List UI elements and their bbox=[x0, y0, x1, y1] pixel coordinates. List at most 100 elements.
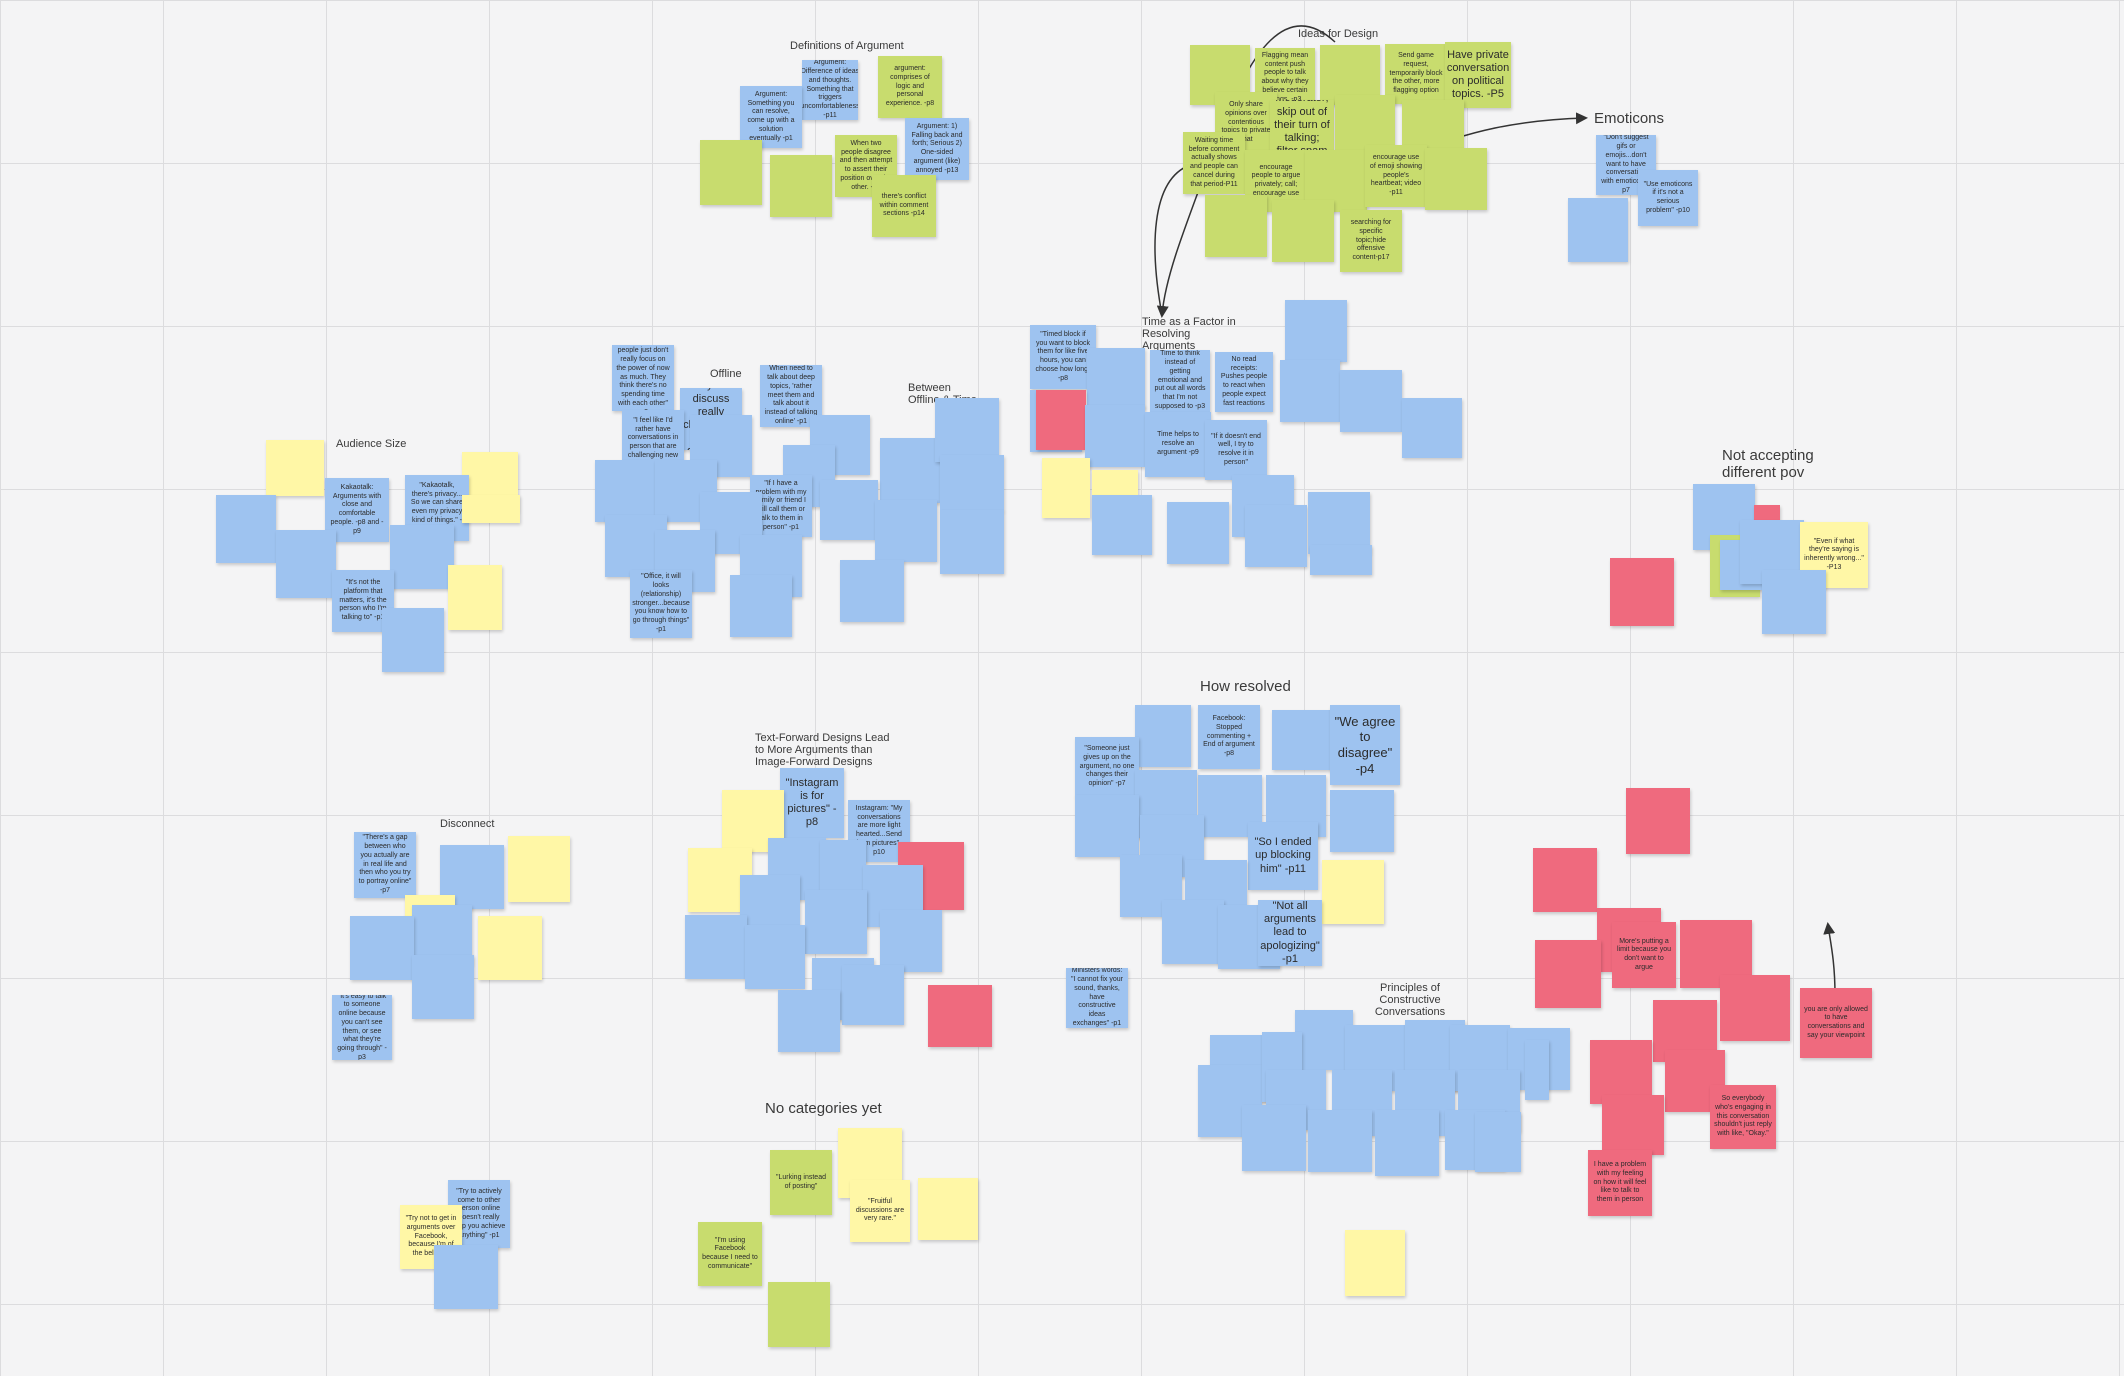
sticky-note[interactable]: "Office, it will looks (relationship) st… bbox=[630, 570, 692, 638]
sticky-note[interactable] bbox=[1295, 1010, 1353, 1070]
sticky-note[interactable] bbox=[730, 575, 792, 637]
sticky-note[interactable] bbox=[1322, 860, 1384, 924]
sticky-note[interactable] bbox=[1375, 1110, 1439, 1176]
sticky-note[interactable] bbox=[1762, 570, 1826, 634]
sticky-note[interactable] bbox=[276, 530, 336, 598]
sticky-note[interactable] bbox=[1525, 1040, 1549, 1100]
sticky-note[interactable] bbox=[880, 438, 940, 503]
sticky-note[interactable]: "So I ended up blocking him" -p11 bbox=[1248, 822, 1318, 890]
sticky-note[interactable] bbox=[875, 500, 937, 562]
sticky-note[interactable]: No read receipts: Pushes people to react… bbox=[1215, 352, 1273, 412]
sticky-note[interactable] bbox=[1602, 1095, 1664, 1155]
sticky-note[interactable] bbox=[595, 460, 657, 522]
sticky-note[interactable] bbox=[700, 140, 762, 205]
sticky-note[interactable] bbox=[1135, 705, 1191, 767]
sticky-note[interactable] bbox=[1402, 398, 1462, 458]
sticky-note[interactable] bbox=[685, 915, 747, 979]
sticky-note[interactable] bbox=[940, 455, 1004, 511]
sticky-note[interactable] bbox=[1590, 1040, 1652, 1104]
sticky-note[interactable] bbox=[928, 985, 992, 1047]
sticky-note[interactable] bbox=[1075, 795, 1139, 857]
sticky-note[interactable] bbox=[434, 1245, 498, 1309]
sticky-note[interactable] bbox=[1340, 370, 1402, 432]
sticky-note[interactable] bbox=[1475, 1112, 1521, 1172]
sticky-note[interactable]: there's conflict within comment sections… bbox=[872, 175, 936, 237]
sticky-note[interactable] bbox=[805, 890, 867, 954]
sticky-note[interactable] bbox=[935, 398, 999, 462]
sticky-note[interactable] bbox=[940, 510, 1004, 574]
sticky-note[interactable]: encourage use of emoji showing people's … bbox=[1365, 145, 1427, 207]
sticky-note[interactable] bbox=[1310, 545, 1372, 575]
sticky-note[interactable] bbox=[1535, 940, 1601, 1008]
sticky-note[interactable] bbox=[820, 480, 878, 540]
sticky-note[interactable] bbox=[1285, 300, 1347, 362]
sticky-note[interactable] bbox=[1167, 502, 1229, 564]
sticky-note[interactable] bbox=[1205, 195, 1267, 257]
sticky-note[interactable] bbox=[842, 965, 904, 1025]
sticky-note[interactable]: "Not all arguments lead to apologizing" … bbox=[1258, 900, 1322, 966]
sticky-note[interactable]: Waiting time before comment actually sho… bbox=[1183, 132, 1245, 194]
sticky-note[interactable] bbox=[745, 925, 805, 989]
sticky-note[interactable] bbox=[1245, 505, 1307, 567]
sticky-note[interactable] bbox=[778, 990, 840, 1052]
sticky-note[interactable]: "Instagram is for pictures" -p8 bbox=[780, 768, 844, 838]
sticky-note[interactable] bbox=[508, 836, 570, 902]
sticky-note[interactable]: When need to talk about deep topics, 'ra… bbox=[760, 365, 822, 427]
sticky-note[interactable]: argument: comprises of logic and persona… bbox=[878, 56, 942, 118]
sticky-note[interactable] bbox=[1242, 1105, 1306, 1171]
sticky-note[interactable]: "We agree to disagree" -p4 bbox=[1330, 705, 1400, 785]
sticky-note[interactable] bbox=[770, 155, 832, 217]
sticky-note[interactable] bbox=[1533, 848, 1597, 912]
sticky-note[interactable]: I have a problem with my feeling on how … bbox=[1588, 1150, 1652, 1216]
sticky-note[interactable]: Have private conversation on political t… bbox=[1445, 42, 1511, 108]
sticky-note[interactable] bbox=[1568, 198, 1628, 262]
sticky-note[interactable] bbox=[840, 560, 904, 622]
sticky-note[interactable]: "Don't suggest gifs or emojis...don't wa… bbox=[1596, 135, 1656, 195]
sticky-note[interactable]: Facebook: Stopped commenting + End of ar… bbox=[1198, 705, 1260, 769]
sticky-note[interactable] bbox=[1085, 405, 1145, 467]
sticky-note[interactable] bbox=[1425, 148, 1487, 210]
sticky-note[interactable]: Ministers words: "I cannot fix your soun… bbox=[1066, 968, 1128, 1028]
sticky-note[interactable]: Argument: Difference of ideas and though… bbox=[802, 60, 858, 120]
sticky-note[interactable]: Argument: 1) Falling back and forth; Ser… bbox=[905, 118, 969, 180]
sticky-note[interactable]: More's putting a limit because you don't… bbox=[1612, 922, 1676, 988]
sticky-note[interactable] bbox=[1272, 710, 1334, 770]
sticky-note[interactable]: "If it doesn't end well, I try to resolv… bbox=[1205, 420, 1267, 480]
sticky-note[interactable]: "It's easy to talk to someone online bec… bbox=[332, 995, 392, 1060]
sticky-note[interactable] bbox=[266, 440, 324, 496]
sticky-note[interactable] bbox=[462, 495, 520, 523]
sticky-note[interactable] bbox=[768, 1282, 830, 1347]
sticky-note[interactable]: you are only allowed to have conversatio… bbox=[1800, 988, 1872, 1058]
sticky-note[interactable]: Argument: Something you can resolve, com… bbox=[740, 86, 802, 148]
sticky-note[interactable] bbox=[1036, 390, 1086, 450]
sticky-note[interactable] bbox=[390, 525, 454, 589]
sticky-note[interactable] bbox=[216, 495, 276, 563]
sticky-note[interactable] bbox=[1308, 492, 1370, 554]
sticky-note[interactable] bbox=[350, 916, 414, 980]
sticky-note[interactable] bbox=[1272, 200, 1334, 262]
sticky-note[interactable] bbox=[1720, 975, 1790, 1041]
sticky-note[interactable]: "But for offline people just don't reall… bbox=[612, 345, 674, 411]
sticky-note[interactable] bbox=[1330, 790, 1394, 852]
sticky-note[interactable] bbox=[412, 955, 474, 1019]
sticky-note[interactable] bbox=[918, 1178, 978, 1240]
sticky-note[interactable]: "There's a gap between who you actually … bbox=[354, 832, 416, 898]
sticky-note[interactable] bbox=[1162, 900, 1224, 964]
sticky-note[interactable] bbox=[1610, 558, 1674, 626]
sticky-note[interactable]: "Lurking instead of posting" bbox=[770, 1150, 832, 1215]
sticky-note[interactable] bbox=[1087, 348, 1145, 408]
sticky-note[interactable] bbox=[1092, 495, 1152, 555]
sticky-note[interactable]: "I'm using Facebook because I need to co… bbox=[698, 1222, 762, 1286]
sticky-note[interactable] bbox=[1345, 1230, 1405, 1296]
sticky-note[interactable] bbox=[1042, 458, 1090, 518]
sticky-note[interactable]: Time to think instead of getting emotion… bbox=[1150, 350, 1210, 412]
sticky-note[interactable] bbox=[1308, 1110, 1372, 1172]
sticky-note[interactable]: "Timed block if you want to block them f… bbox=[1030, 325, 1096, 389]
sticky-note[interactable]: So everybody who's engaging in this conv… bbox=[1710, 1085, 1776, 1149]
sticky-note[interactable] bbox=[448, 565, 502, 630]
sticky-note[interactable]: "Fruitful discussions are very rare." bbox=[850, 1180, 910, 1242]
sticky-note[interactable] bbox=[880, 910, 942, 972]
sticky-note[interactable]: "Even if what they're saying is inherent… bbox=[1800, 522, 1868, 588]
sticky-note[interactable]: "Use emoticons if it's not a serious pro… bbox=[1638, 170, 1698, 226]
